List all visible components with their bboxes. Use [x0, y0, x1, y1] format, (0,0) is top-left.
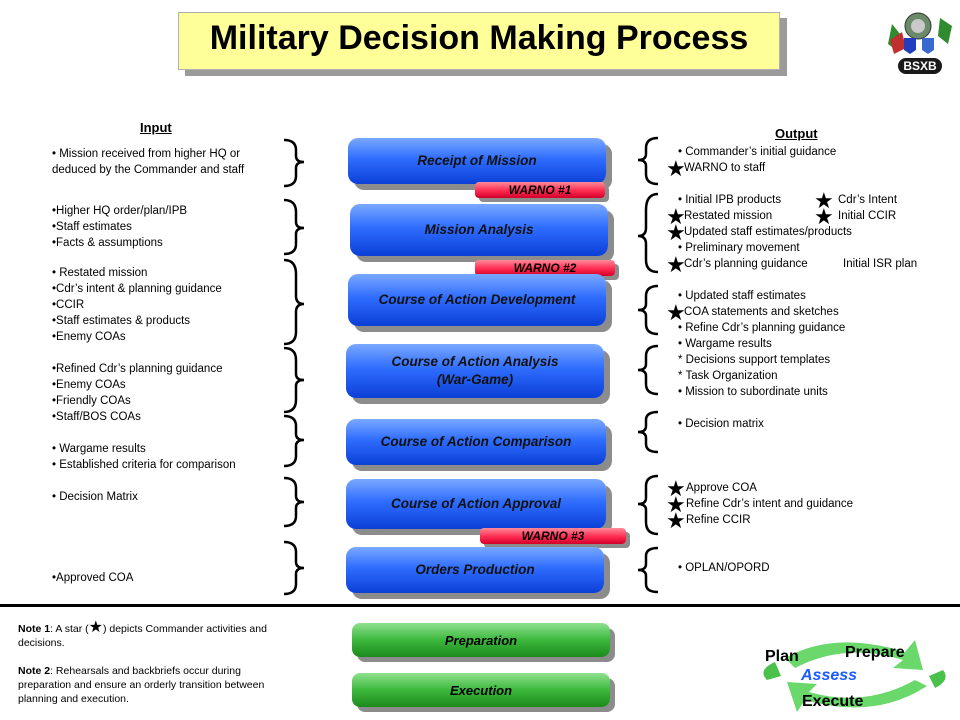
- commander-star-icon: ★: [666, 204, 686, 229]
- warno-1-badge: WARNO #1: [475, 182, 605, 198]
- cycle-assess: Assess: [801, 667, 858, 684]
- output-comparison-1: • Decision matrix: [678, 418, 764, 430]
- input-item: • Mission received from higher HQ or: [52, 148, 241, 160]
- output-analysis-3: Updated staff estimates/products: [684, 226, 852, 238]
- commander-star-icon: ★: [814, 188, 834, 213]
- output-dev-1: • Updated staff estimates: [678, 290, 806, 302]
- output-approval-1: Approve COA: [686, 482, 757, 494]
- input-item: •Staff estimates: [52, 221, 132, 233]
- logo-text: BSXB: [903, 59, 937, 73]
- output-approval-3: Refine CCIR: [686, 514, 751, 526]
- step-coa-analysis-line1: Course of Action Analysis: [391, 354, 559, 369]
- title-banner: Military Decision Making Process: [178, 12, 780, 70]
- step-coa-analysis-line2: (War-Game): [436, 372, 514, 387]
- input-item: •Cdr’s intent & planning guidance: [52, 283, 222, 295]
- input-item: • Restated mission: [52, 267, 148, 279]
- commander-star-icon: ★: [666, 300, 686, 325]
- notes-block: Note 1: A star (★) depicts Commander act…: [18, 620, 318, 706]
- output-analysis-cdr-intent: Cdr’s Intent: [838, 194, 898, 206]
- note-2-cont2: planning and execution.: [18, 693, 129, 705]
- cycle-plan: Plan: [765, 648, 799, 665]
- step-coa-approval[interactable]: Course of Action Approval: [346, 479, 606, 529]
- input-group-comparison: • Wargame results • Established criteria…: [52, 441, 236, 473]
- input-item: •CCIR: [52, 299, 85, 311]
- cycle-execute: Execute: [802, 693, 864, 710]
- output-analysis-5: Cdr’s planning guidance: [684, 258, 808, 270]
- step-receipt-of-mission[interactable]: Receipt of Mission: [348, 138, 606, 184]
- step-coa-comparison[interactable]: Course of Action Comparison: [346, 419, 606, 465]
- input-group-approval: • Decision Matrix: [52, 489, 138, 505]
- input-item: • Established criteria for comparison: [52, 459, 236, 471]
- output-analysis-4: • Preliminary movement: [678, 242, 800, 254]
- input-item: •Refined Cdr’s planning guidance: [52, 363, 223, 375]
- output-analysis-2: Restated mission: [684, 210, 773, 222]
- output-approval-2: Refine Cdr’s intent and guidance: [686, 498, 854, 510]
- input-group-receipt: • Mission received from higher HQ or ded…: [52, 146, 244, 178]
- input-item: •Staff estimates & products: [52, 315, 191, 327]
- input-item: deduced by the Commander and staff: [52, 164, 245, 176]
- input-group-analysis-wargame: •Refined Cdr’s planning guidance •Enemy …: [52, 361, 222, 425]
- output-dev-3: • Refine Cdr’s planning guidance: [678, 322, 846, 334]
- input-braces: [283, 138, 305, 596]
- warno-2-badge: WARNO #2: [475, 260, 615, 276]
- unit-insignia-logo: BSXB: [882, 4, 956, 76]
- input-item: • Decision Matrix: [52, 491, 138, 503]
- section-divider: [0, 604, 960, 607]
- input-item: •Higher HQ order/plan/IPB: [52, 205, 188, 217]
- commander-star-icon: ★: [666, 508, 686, 533]
- input-item: •Facts & assumptions: [52, 237, 163, 249]
- operations-cycle: Plan Prepare Assess Execute: [755, 630, 955, 718]
- output-orders-1: • OPLAN/OPORD: [678, 562, 770, 574]
- note-2-cont: preparation and ensure an orderly transi…: [18, 679, 265, 691]
- output-receipt-2: WARNO to staff: [684, 162, 766, 174]
- output-braces: [637, 136, 659, 594]
- commander-star-icon: ★: [88, 619, 103, 636]
- phase-preparation[interactable]: Preparation: [352, 623, 610, 657]
- commander-star-icon: ★: [666, 252, 686, 277]
- commander-star-icon: ★: [666, 220, 686, 245]
- warno-3-badge: WARNO #3: [480, 528, 626, 544]
- output-dev-6: * Task Organization: [678, 370, 778, 382]
- input-group-development: • Restated mission •Cdr’s intent & plann…: [52, 265, 222, 345]
- phase-execution[interactable]: Execution: [352, 673, 610, 707]
- input-item: •Friendly COAs: [52, 395, 131, 407]
- input-item: •Enemy COAs: [52, 331, 126, 343]
- note-2: Note 2: Rehearsals and backbriefs occur …: [18, 665, 241, 677]
- input-item: • Wargame results: [52, 443, 146, 455]
- note-1-cont: decisions.: [18, 637, 65, 649]
- input-group-orders: •Approved COA: [52, 570, 133, 586]
- commander-star-icon: ★: [666, 492, 686, 517]
- output-dev-4: • Wargame results: [678, 338, 772, 350]
- commander-star-icon: ★: [666, 476, 686, 501]
- step-orders-production[interactable]: Orders Production: [346, 547, 604, 593]
- step-mission-analysis[interactable]: Mission Analysis: [350, 204, 608, 256]
- output-analysis-1: • Initial IPB products: [678, 194, 782, 206]
- commander-star-icon: ★: [814, 204, 834, 229]
- output-dev-2: COA statements and sketches: [684, 306, 839, 318]
- input-item: •Approved COA: [52, 572, 134, 584]
- output-dev-7: • Mission to subordinate units: [678, 386, 828, 398]
- step-coa-analysis[interactable]: Course of Action Analysis (War-Game): [346, 344, 604, 398]
- output-analysis-ccir: Initial CCIR: [838, 210, 897, 222]
- cycle-arrows-icon: [763, 640, 946, 712]
- cycle-prepare: Prepare: [845, 644, 905, 661]
- input-item: •Staff/BOS COAs: [52, 411, 141, 423]
- output-header: Output: [775, 126, 818, 141]
- input-group-analysis: •Higher HQ order/plan/IPB •Staff estimat…: [52, 203, 187, 251]
- note-1: Note 1: A star (★) depicts Commander act…: [18, 619, 267, 636]
- step-coa-development[interactable]: Course of Action Development: [348, 274, 606, 326]
- output-analysis-isr: Initial ISR plan: [843, 258, 918, 270]
- page-title: Military Decision Making Process: [209, 19, 749, 57]
- input-item: •Enemy COAs: [52, 379, 126, 391]
- input-header: Input: [140, 120, 172, 135]
- output-dev-5: * Decisions support templates: [678, 354, 831, 366]
- output-receipt-1: • Commander’s initial guidance: [678, 146, 837, 158]
- commander-star-icon: ★: [666, 156, 686, 181]
